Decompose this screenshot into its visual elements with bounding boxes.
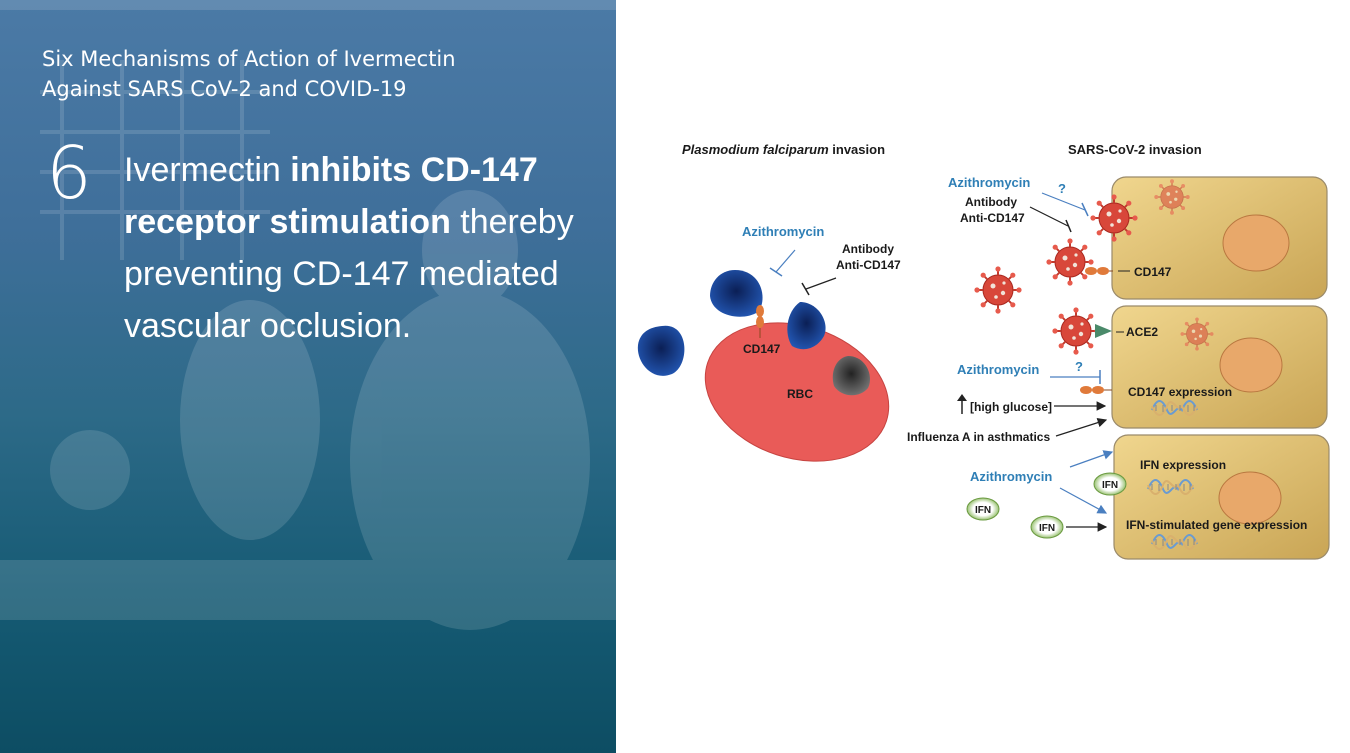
antibody-left-inhibition-line	[805, 277, 837, 290]
mechanism-number: 6	[46, 131, 92, 215]
slide-left-panel: Six Mechanisms of Action of Ivermectin A…	[0, 0, 616, 753]
host-cell-2	[1111, 305, 1328, 429]
host-cell-1	[1111, 176, 1328, 300]
influenza-arrow	[1055, 417, 1108, 437]
azithromycin-mid-question: ?	[1075, 359, 1083, 374]
mechanism-diagram: Plasmodium falciparum invasion SARS-CoV-…	[637, 142, 1330, 560]
cd147-left-label: CD147	[743, 342, 781, 356]
azithromycin-left-inhibition-line	[775, 249, 796, 273]
antibody-right-inhibition-line	[1029, 206, 1069, 227]
antibody-left-label-2: Anti-CD147	[836, 258, 901, 272]
cd147-receptor-right	[1085, 267, 1113, 275]
up-arrow-icon	[957, 394, 967, 414]
azithromycin-top-label: Azithromycin	[948, 175, 1030, 190]
virus-particle-3	[973, 265, 1023, 315]
azithromycin-mid-label: Azithromycin	[957, 362, 1039, 377]
ace2-label: ACE2	[1126, 325, 1158, 339]
ifn-molecule-3: IFN	[1030, 515, 1064, 539]
statement-bold: inhibits CD-147 receptor stimulation	[124, 151, 538, 241]
internalized-parasite	[832, 356, 870, 396]
antibody-left-inhibition-bar	[801, 282, 810, 296]
right-diagram-title: SARS-CoV-2 invasion	[1068, 142, 1202, 157]
antibody-right-inhibition-bar	[1065, 219, 1072, 233]
ifn-label-1: IFN	[1102, 480, 1118, 491]
left-title-italic: Plasmodium falciparum	[682, 142, 829, 157]
statement-part-2: thereby preventing CD-147 mediated vascu…	[124, 203, 574, 345]
antibody-left-label-1: Antibody	[842, 242, 894, 256]
heading-line-1: Six Mechanisms of Action of Ivermectin	[42, 47, 456, 71]
high-glucose-label: [high glucose]	[970, 400, 1052, 414]
cd147-expression-label: CD147 expression	[1128, 385, 1232, 399]
merozoite-parasite-1	[637, 325, 685, 376]
background-office-photo	[0, 0, 616, 630]
internalized-virus-1	[1153, 178, 1191, 216]
host-cell-1-nucleus	[1222, 214, 1290, 272]
antibody-right-label-1: Antibody	[965, 195, 1017, 209]
rbc-label: RBC	[787, 387, 813, 401]
ifn-expression-label: IFN expression	[1140, 458, 1226, 472]
ifn-gene-expression-label: IFN-stimulated gene expression	[1126, 518, 1307, 532]
mechanism-statement: Ivermectin inhibits CD-147 receptor stim…	[124, 144, 594, 352]
azithromycin-left-label: Azithromycin	[742, 224, 824, 239]
ifn-molecule-2: IFN	[966, 497, 1000, 521]
azithromycin-left-inhibition-bar	[769, 267, 783, 277]
azithromycin-top-inhibition-bar	[1081, 202, 1089, 217]
heading-line-2: Against SARS CoV-2 and COVID-19	[42, 77, 407, 101]
merozoite-parasite-2	[710, 270, 763, 317]
ace2-receptor	[1095, 324, 1112, 338]
ifn-label-2: IFN	[975, 505, 991, 516]
merozoite-parasite-3	[787, 302, 826, 350]
influenza-label: Influenza A in asthmatics	[907, 430, 1050, 444]
left-diagram-title: Plasmodium falciparum invasion	[682, 142, 885, 157]
ifn-molecule-1: IFN	[1093, 472, 1127, 496]
azithromycin-ifn-arrow	[1069, 450, 1114, 468]
host-cell-2-nucleus	[1219, 337, 1283, 393]
virus-particle-2	[1045, 237, 1095, 287]
cd147-expression-receptor	[1080, 386, 1112, 394]
azithromycin-isg-arrow	[1059, 487, 1108, 514]
cd147-receptor-left	[756, 305, 764, 338]
azithromycin-top-question: ?	[1058, 181, 1066, 196]
slide-heading: Six Mechanisms of Action of Ivermectin A…	[42, 44, 582, 104]
cd147-right-label: CD147	[1134, 265, 1172, 279]
antibody-right-label-2: Anti-CD147	[960, 211, 1025, 225]
virus-particle-4	[1051, 306, 1101, 356]
azithromycin-bottom-label: Azithromycin	[970, 469, 1052, 484]
azithromycin-top-inhibition-line	[1041, 192, 1086, 211]
ifn-label-3: IFN	[1039, 523, 1055, 534]
left-title-rest: invasion	[829, 142, 885, 157]
virus-particle-1	[1089, 193, 1139, 243]
host-cell-3-nucleus	[1218, 471, 1282, 525]
internalized-virus-2	[1179, 316, 1215, 352]
statement-part-1: Ivermectin	[124, 151, 291, 189]
